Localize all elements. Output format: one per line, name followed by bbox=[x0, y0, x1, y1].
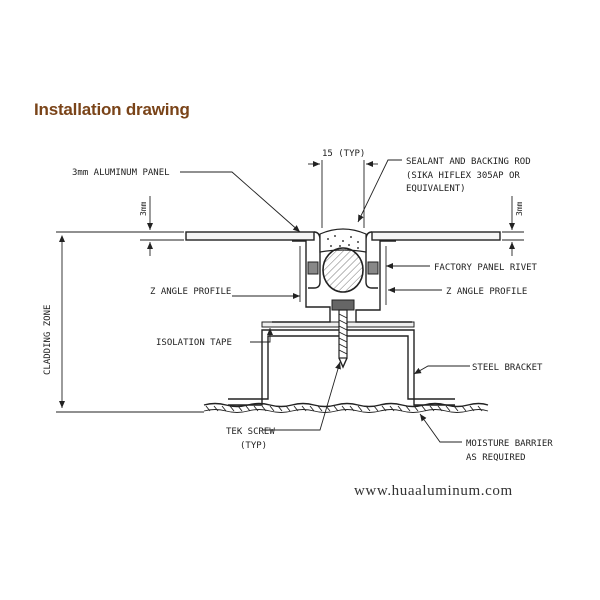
aluminum-panel-left bbox=[185, 231, 315, 241]
panel-return-left bbox=[308, 231, 321, 289]
steel-bracket bbox=[228, 329, 455, 406]
sealant-label-line2: (SIKA HIFLEX 305AP OR bbox=[406, 171, 520, 181]
tek-screw bbox=[338, 309, 348, 369]
isolation-tape-label: ISOLATION TAPE bbox=[156, 338, 232, 348]
z-angle-right bbox=[355, 240, 412, 323]
tek-screw-label-line2: (TYP) bbox=[240, 441, 267, 451]
cladding-zone-label: CLADDING ZONE bbox=[43, 305, 53, 375]
sealant-label-line3: EQUIVALENT) bbox=[406, 184, 466, 194]
page-title: Installation drawing bbox=[34, 100, 190, 119]
factory-panel-rivet bbox=[307, 261, 379, 275]
backing-rod bbox=[322, 247, 364, 293]
watermark-url: www.huaaluminum.com bbox=[354, 483, 513, 499]
thickness-left-label: 3mm bbox=[139, 201, 148, 216]
sealant-label-line1: SEALANT AND BACKING ROD bbox=[406, 157, 531, 167]
moisture-barrier-label-line2: AS REQUIRED bbox=[466, 453, 526, 463]
moisture-barrier-label-line1: MOISTURE BARRIER bbox=[466, 439, 553, 449]
z-angle-left bbox=[272, 240, 331, 323]
panel-return-right bbox=[365, 231, 378, 289]
isolation-tape bbox=[261, 321, 415, 328]
z-angle-left-label: Z ANGLE PROFILE bbox=[150, 287, 231, 297]
factory-rivet-label: FACTORY PANEL RIVET bbox=[434, 263, 538, 273]
tek-screw-label-line1: TEK SCREW bbox=[226, 427, 275, 437]
steel-bracket-label: STEEL BRACKET bbox=[472, 363, 543, 373]
aluminum-panel-right bbox=[371, 231, 501, 241]
dimension-15-label: 15 (TYP) bbox=[322, 149, 365, 159]
washer bbox=[331, 299, 355, 311]
z-angle-right-label: Z ANGLE PROFILE bbox=[446, 287, 527, 297]
thickness-right-label: 3mm bbox=[515, 201, 524, 216]
aluminum-panel-label: 3mm ALUMINUM PANEL bbox=[72, 168, 170, 178]
